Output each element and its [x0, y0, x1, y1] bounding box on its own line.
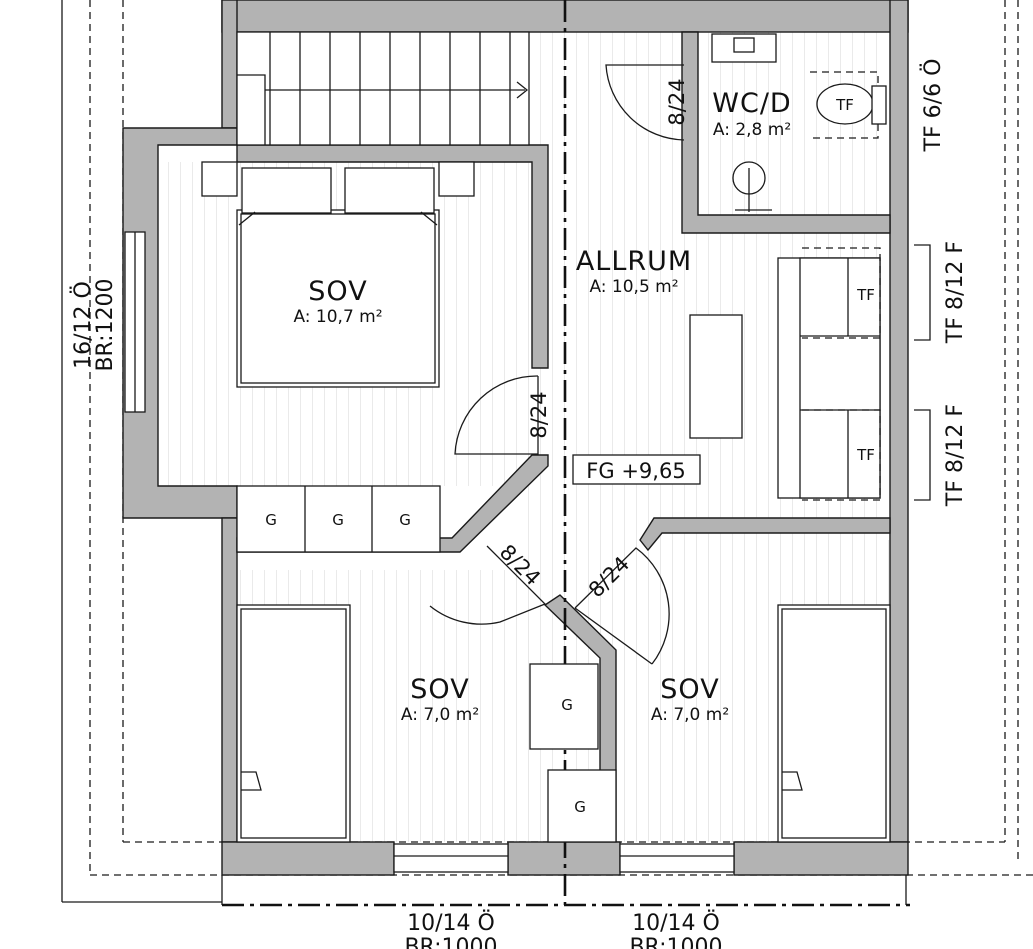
right-window-markers: [914, 244, 931, 501]
bottom-wall-left: [221, 841, 395, 876]
sofa-label: TF: [856, 446, 875, 464]
wc-wall: [681, 31, 891, 234]
doors: [429, 64, 685, 665]
window-label-left-1: 16/12 Ö: [70, 281, 96, 369]
wardrobe-row: [236, 485, 441, 553]
room-area-wcd: A: 2,8 m²: [713, 120, 791, 140]
room-name-sov-left: SOV: [410, 674, 469, 705]
wardrobe-label: G: [561, 696, 573, 714]
room-area-sov-left: A: 7,0 m²: [401, 705, 479, 725]
room-name-sov-right: SOV: [660, 674, 719, 705]
sofa-label: TF: [856, 286, 875, 304]
walls: [122, 0, 909, 876]
wardrobe-label: G: [574, 798, 586, 816]
wardrobe-label: G: [265, 511, 277, 529]
wc-door: [605, 64, 685, 141]
toilet-label: TF: [835, 96, 854, 114]
furniture: [201, 33, 891, 843]
bottom-window-left: [393, 843, 509, 873]
bedroom-left-door: [429, 545, 547, 625]
stair-left-wall: [221, 0, 238, 129]
lower-west-wall: [221, 517, 238, 843]
bottom-wall-right: [733, 841, 909, 876]
center-wardrobe-bottom: [547, 769, 617, 843]
room-area-sov-large: A: 10,7 m²: [293, 307, 382, 327]
right-bedroom-wall: [639, 517, 891, 552]
room-name-wcd: WC/D: [712, 88, 791, 119]
window-label-bottom-right-1: 10/14 Ö: [632, 910, 720, 936]
room-area-allrum: A: 10,5 m²: [589, 277, 678, 297]
room-area-sov-right: A: 7,0 m²: [651, 705, 729, 725]
door-label-bedroom-large: 8/24: [527, 391, 551, 438]
level-label-box: [572, 454, 701, 485]
coffee-table: [689, 314, 743, 439]
wardrobe-label: G: [399, 511, 411, 529]
window-label-bottom-right-2: BR:1000: [629, 935, 722, 949]
window-label-right-low: TF 8/12 F: [943, 404, 968, 507]
single-bed-left: [236, 604, 351, 843]
single-bed-right: [777, 604, 891, 843]
door-label-wc: 8/24: [665, 78, 689, 125]
wardrobe-label: G: [332, 511, 344, 529]
window-label-right-top: TF 6/6 Ö: [920, 59, 946, 153]
level-label: FG +9,65: [586, 459, 685, 483]
east-wall: [889, 0, 909, 843]
room-name-allrum: ALLRUM: [576, 246, 692, 277]
room-name-sov-large: SOV: [308, 276, 367, 307]
window-label-left-2: BR:1200: [93, 278, 118, 371]
window-label-bottom-left-1: 10/14 Ö: [407, 910, 495, 936]
bedroom-large-door: [454, 375, 539, 455]
sofa: [777, 247, 881, 501]
windows: [124, 231, 735, 873]
window-label-bottom-left-2: BR:1000: [404, 935, 497, 949]
stairs: [236, 31, 530, 146]
window-label-right-mid: TF 8/12 F: [943, 241, 968, 344]
wash-basin: [711, 33, 777, 63]
bottom-window-right: [619, 843, 735, 873]
double-bed: [201, 161, 475, 388]
bedroom-right-door: [574, 547, 670, 665]
toilet: [810, 71, 887, 139]
center-wardrobe-top: [529, 663, 599, 750]
shower: [732, 161, 772, 212]
